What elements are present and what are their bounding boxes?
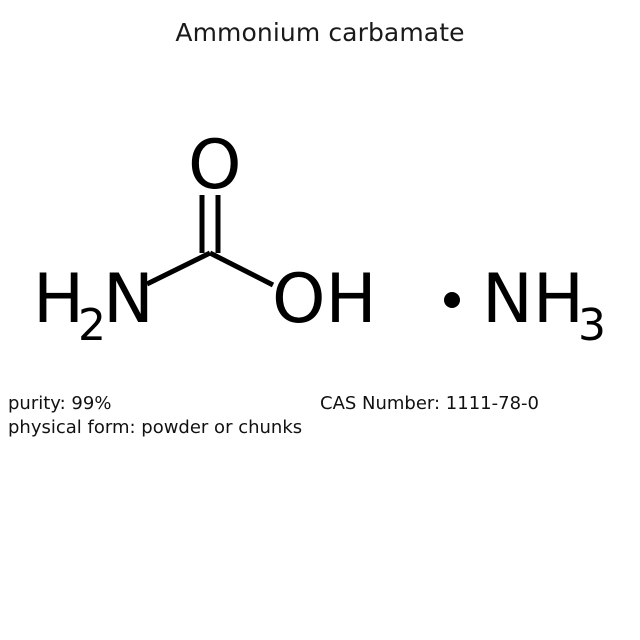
- ammonia-label: NH: [482, 260, 584, 339]
- purity-text: purity: 99%: [8, 393, 112, 414]
- properties-block-left: purity: 99% physical form: powder or chu…: [8, 392, 308, 440]
- cas-number-text: CAS Number: 1111-78-0: [320, 393, 539, 414]
- carbonyl-oxygen-label: O: [188, 126, 242, 205]
- adduct-dot-icon: [444, 292, 460, 308]
- physical-form-line-1: physical form: powder or: [8, 417, 233, 438]
- physical-form-line-2: chunks: [238, 417, 303, 438]
- properties-block-right: CAS Number: 1111-78-0: [320, 392, 630, 416]
- c-n-single-bond-line: [145, 250, 212, 287]
- amine-hydrogen-subscript: 2: [78, 300, 106, 351]
- physical-form-text: physical form: powder or chunks: [8, 416, 308, 440]
- chemical-structure-diagram: O H 2 N OH NH 3: [0, 120, 640, 370]
- amine-nitrogen-label: N: [103, 260, 154, 339]
- ammonia-subscript: 3: [578, 300, 606, 351]
- c-oh-single-bond-line: [208, 250, 275, 288]
- hydroxyl-label: OH: [272, 260, 377, 339]
- amine-hydrogen-label: H: [33, 260, 84, 339]
- page-title: Ammonium carbamate: [175, 18, 465, 47]
